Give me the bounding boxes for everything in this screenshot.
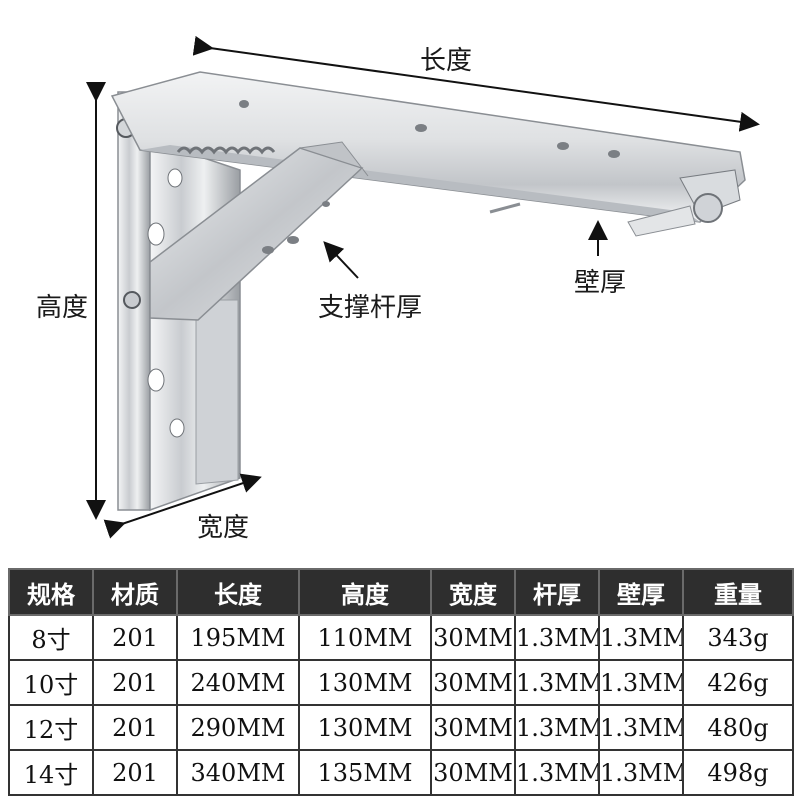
header-width: 宽度 bbox=[430, 568, 516, 616]
cell-weight: 498g bbox=[682, 749, 794, 796]
cell-wall-thickness: 1.3MM bbox=[598, 704, 684, 751]
header-spec: 规格 bbox=[8, 568, 94, 616]
header-wall-thickness: 壁厚 bbox=[598, 568, 684, 616]
cell-wall-thickness: 1.3MM bbox=[598, 749, 684, 796]
table-header-row: 规格 材质 长度 高度 宽度 杆厚 壁厚 重量 bbox=[8, 568, 794, 616]
cell-rod-thickness: 1.3MM bbox=[514, 659, 600, 706]
height-label: 高度 bbox=[36, 293, 89, 323]
rod-thickness-arrow bbox=[323, 241, 359, 279]
header-rod-thickness: 杆厚 bbox=[514, 568, 600, 616]
header-length: 长度 bbox=[176, 568, 300, 616]
cell-material: 201 bbox=[92, 749, 178, 796]
support-strut bbox=[149, 141, 521, 321]
table-row: 10寸 201 240MM 130MM 30MM 1.3MM 1.3MM 426… bbox=[8, 659, 794, 706]
cell-width: 30MM bbox=[430, 704, 516, 751]
cell-wall-thickness: 1.3MM bbox=[598, 659, 684, 706]
cell-wall-thickness: 1.3MM bbox=[598, 614, 684, 661]
cell-rod-thickness: 1.3MM bbox=[514, 614, 600, 661]
cell-length: 340MM bbox=[176, 749, 300, 796]
cell-width: 30MM bbox=[430, 749, 516, 796]
cell-material: 201 bbox=[92, 614, 178, 661]
cell-material: 201 bbox=[92, 659, 178, 706]
cell-spec: 8寸 bbox=[8, 614, 94, 661]
cell-length: 195MM bbox=[176, 614, 300, 661]
table-row: 14寸 201 340MM 135MM 30MM 1.3MM 1.3MM 498… bbox=[8, 749, 794, 796]
cell-width: 30MM bbox=[430, 659, 516, 706]
table-row: 12寸 201 290MM 130MM 30MM 1.3MM 1.3MM 480… bbox=[8, 704, 794, 751]
cell-weight: 343g bbox=[682, 614, 794, 661]
cell-rod-thickness: 1.3MM bbox=[514, 704, 600, 751]
cell-spec: 10寸 bbox=[8, 659, 94, 706]
cell-height: 110MM bbox=[298, 614, 432, 661]
cell-height: 135MM bbox=[298, 749, 432, 796]
rod-thickness-label: 支撑杆厚 bbox=[318, 293, 423, 323]
header-material: 材质 bbox=[92, 568, 178, 616]
length-label: 长度 bbox=[420, 46, 473, 76]
cell-material: 201 bbox=[92, 704, 178, 751]
cell-length: 240MM bbox=[176, 659, 300, 706]
width-arrow bbox=[103, 473, 262, 539]
wall-thickness-label: 壁厚 bbox=[574, 268, 627, 298]
cell-rod-thickness: 1.3MM bbox=[514, 749, 600, 796]
header-weight: 重量 bbox=[682, 568, 794, 616]
cell-height: 130MM bbox=[298, 659, 432, 706]
table-row: 8寸 201 195MM 110MM 30MM 1.3MM 1.3MM 343g bbox=[8, 614, 794, 661]
cell-spec: 12寸 bbox=[8, 704, 94, 751]
cell-weight: 426g bbox=[682, 659, 794, 706]
length-arrow bbox=[192, 35, 760, 132]
cell-height: 130MM bbox=[298, 704, 432, 751]
cell-weight: 480g bbox=[682, 704, 794, 751]
spec-table: 规格 材质 长度 高度 宽度 杆厚 壁厚 重量 8寸 201 195MM 110… bbox=[8, 568, 794, 796]
bracket-illustration bbox=[86, 35, 760, 539]
cell-spec: 14寸 bbox=[8, 749, 94, 796]
cell-length: 290MM bbox=[176, 704, 300, 751]
width-label: 宽度 bbox=[197, 513, 250, 543]
cell-width: 30MM bbox=[430, 614, 516, 661]
header-height: 高度 bbox=[298, 568, 432, 616]
